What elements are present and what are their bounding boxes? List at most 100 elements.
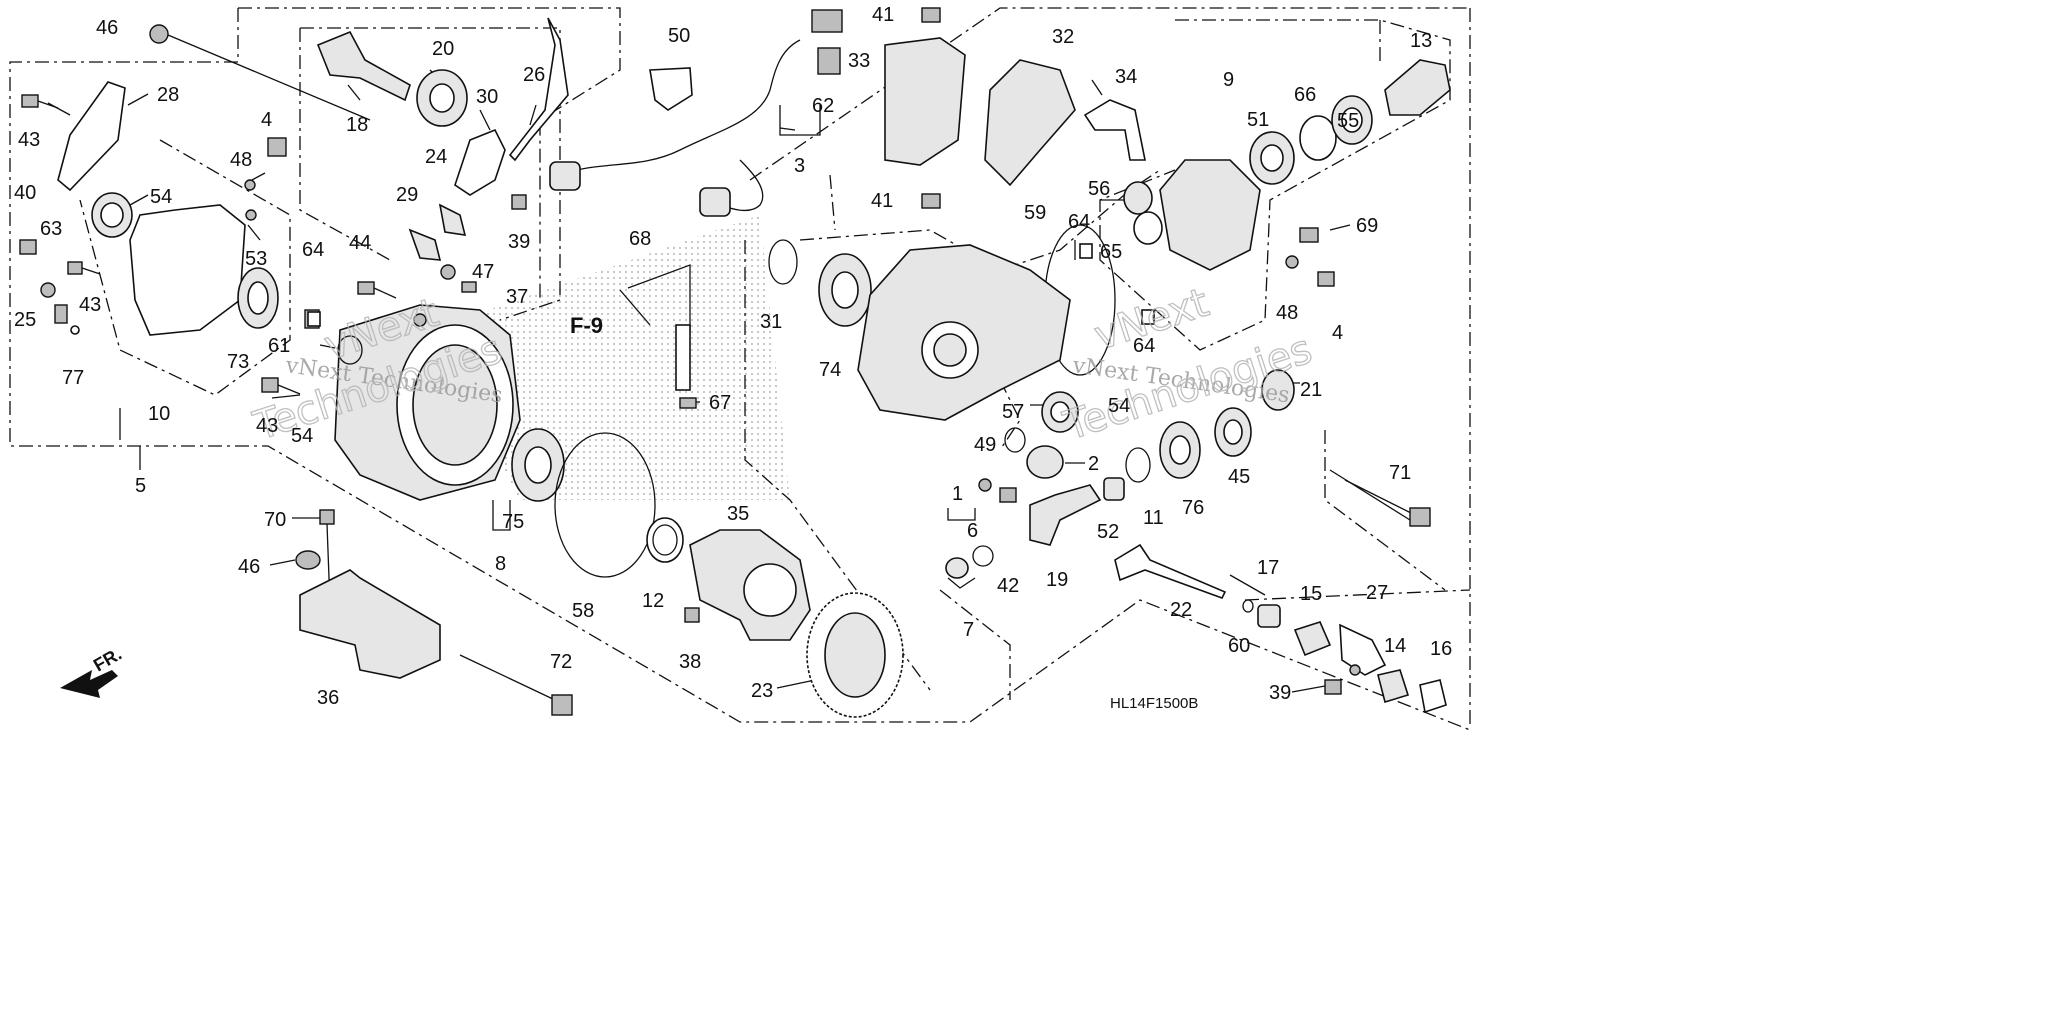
callout-number: 34 (1115, 66, 1137, 88)
callout-number: 19 (1046, 569, 1068, 591)
callout-number: 54 (291, 425, 313, 447)
shaft-22 (1114, 543, 1227, 599)
fr-arrow (60, 670, 118, 698)
part-drawings (19, 7, 1451, 718)
callout-number: 58 (572, 600, 594, 622)
callout-number: 53 (245, 248, 267, 270)
leader-lines (47, 14, 1411, 693)
cover-10 (129, 204, 246, 336)
o-ring-58 (554, 432, 656, 578)
sensor-32 (984, 59, 1076, 187)
callout-number: 41 (871, 190, 893, 212)
callout-number: 11 (1143, 507, 1164, 529)
callout-number: 18 (346, 114, 368, 136)
callout-number: 36 (317, 687, 339, 709)
cover-9 (1159, 159, 1261, 271)
joint-13 (1384, 59, 1451, 116)
callout-number: 69 (1356, 215, 1378, 237)
callout-number: 8 (495, 553, 506, 575)
callout-number: 43 (79, 294, 101, 316)
callout-number: 70 (264, 509, 286, 531)
callout-number: 51 (1247, 109, 1269, 131)
callout-numbers: 1 2 3 4 4 5 6 7 8 9 10 11 12 13 14 15 16… (14, 4, 1452, 709)
callout-number: 64 (1068, 211, 1090, 233)
callout-number: 15 (1300, 583, 1322, 605)
bracket-36 (299, 569, 441, 679)
callout-number: 61 (268, 335, 290, 357)
blank-area (0, 770, 1560, 1024)
spring-15 (1293, 621, 1332, 657)
callout-number: 2 (1088, 453, 1099, 475)
callout-number: 71 (1389, 462, 1411, 484)
callout-number: 12 (642, 590, 664, 612)
callout-number: 54 (150, 186, 172, 208)
callout-number: 46 (96, 17, 118, 39)
callout-number: 52 (1097, 521, 1119, 543)
callout-number: 64 (302, 239, 324, 261)
callout-number: 17 (1257, 557, 1279, 579)
callout-number: 65 (1100, 241, 1122, 263)
callout-number: 66 (1294, 84, 1316, 106)
front-direction-label: FR. (90, 644, 125, 676)
callout-number: 46 (238, 556, 260, 578)
halftone-shading (430, 215, 790, 500)
callout-number: 1 (952, 483, 963, 505)
callout-number: 35 (727, 503, 749, 525)
callout-number: 43 (18, 129, 40, 151)
bearing-21 (1261, 369, 1295, 411)
hose-68 (627, 264, 691, 330)
callout-number: 4 (261, 109, 272, 131)
parts-diagram: vNext Technologies vNext Technologies vN… (9, 4, 1471, 731)
callout-number: 48 (230, 149, 252, 171)
callout-number: 63 (40, 218, 62, 240)
callout-number: 76 (1182, 497, 1204, 519)
callout-number: 7 (963, 619, 974, 641)
shaft-18 (316, 30, 411, 102)
fork-30 (454, 128, 506, 196)
clip-16 (1419, 679, 1447, 714)
callout-number: 13 (1410, 30, 1432, 52)
callout-number: 33 (848, 50, 870, 72)
callout-number: 41 (872, 4, 894, 26)
callout-number: 5 (135, 475, 146, 497)
callout-number: 21 (1300, 379, 1322, 401)
callout-number: 39 (1269, 682, 1291, 704)
callout-number: 68 (629, 228, 651, 250)
callout-number: 54 (1108, 395, 1130, 417)
callout-number: 59 (1024, 202, 1046, 224)
pinion-19 (1029, 484, 1102, 546)
callout-number: 23 (751, 680, 773, 702)
callout-number: 43 (256, 415, 278, 437)
callout-number: 47 (472, 261, 494, 283)
callout-number: 50 (668, 25, 690, 47)
diagram-code: HL14F1500B (1110, 695, 1198, 712)
callout-number: 56 (1088, 178, 1110, 200)
callout-number: 42 (997, 575, 1019, 597)
blank-area (1560, 0, 2048, 1024)
callout-number: 49 (974, 434, 996, 456)
spring-14 (1377, 669, 1410, 704)
callout-number: 31 (760, 311, 782, 333)
callout-number: 28 (157, 84, 179, 106)
callout-number: 10 (148, 403, 170, 425)
callout-number: 32 (1052, 26, 1074, 48)
callout-number: 24 (425, 146, 447, 168)
callout-number: 74 (819, 359, 841, 381)
cover-33 (884, 37, 966, 166)
callout-number: 16 (1430, 638, 1452, 660)
callout-number: 64 (1133, 335, 1155, 357)
harness-3 (559, 39, 801, 176)
callout-number: 40 (14, 182, 36, 204)
callout-number: 77 (62, 367, 84, 389)
callout-number: 38 (679, 651, 701, 673)
group-outlines (9, 7, 1471, 731)
callout-number: 30 (476, 86, 498, 108)
callout-number: 3 (794, 155, 805, 177)
callout-number: 25 (14, 309, 36, 331)
callout-number: 26 (523, 64, 545, 86)
callout-number: 62 (812, 95, 834, 117)
plate-27 (1339, 623, 1387, 676)
diagram-canvas: vNext Technologies vNext Technologies vN… (9, 4, 1471, 731)
callout-number: 6 (967, 520, 978, 542)
callout-number: 75 (502, 511, 524, 533)
